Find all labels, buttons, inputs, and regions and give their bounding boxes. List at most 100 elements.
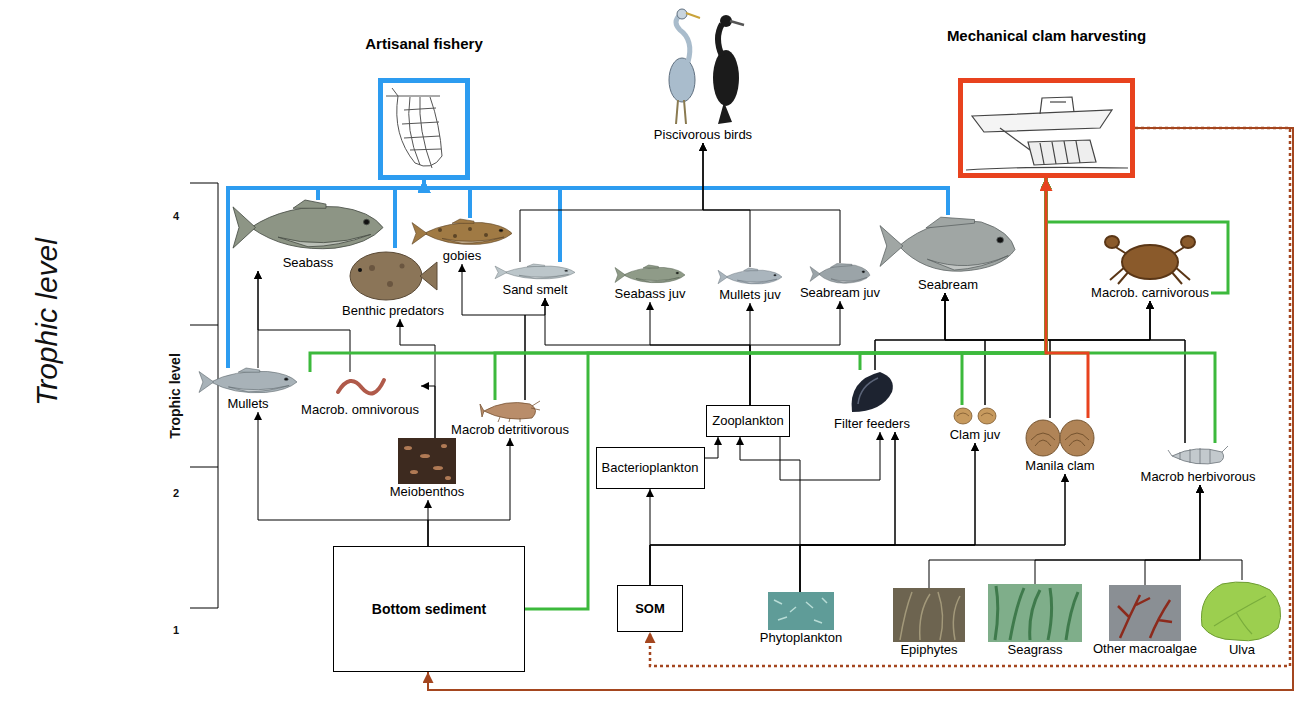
goby-spots [468, 227, 472, 231]
compartment-box: Bacterioplankton [596, 447, 705, 489]
crab-picture [1105, 236, 1119, 248]
black-connector [705, 437, 719, 458]
black-connector [258, 412, 428, 546]
green-connector [1046, 178, 1215, 443]
bird-illustration [669, 9, 744, 124]
box-heading: Artisanal fishery [365, 35, 483, 53]
blue-connector [228, 180, 424, 368]
goby-spots [438, 227, 488, 238]
goby-spots [484, 233, 488, 237]
clam-dredge-boat-sketch [1050, 101, 1066, 102]
group-label: Ulva [1229, 642, 1255, 658]
group-label: Sand smelt [502, 282, 567, 298]
ulva-picture [1201, 582, 1280, 641]
black-connector [800, 432, 895, 592]
axis-title: Trophic level [167, 353, 183, 439]
phytoplankton-picture [774, 598, 827, 623]
seagrass-picture [988, 584, 1082, 642]
manila-clam-picture [1026, 420, 1094, 456]
black-connector [1145, 485, 1200, 585]
clam-dredge-boat-sketch [966, 167, 1128, 170]
axis-title: Trophic level [30, 238, 64, 406]
clam-dredge-boat-sketch [972, 110, 1112, 132]
black-connector [1050, 301, 1150, 418]
trophic-axis [190, 183, 218, 184]
black-connector [400, 319, 435, 438]
fishing-net-sketch [386, 88, 442, 168]
black-connector [800, 474, 1065, 592]
meiobenthos-picture [398, 438, 456, 484]
axis-number: 1 [173, 624, 179, 636]
epiphytes-picture [893, 588, 965, 642]
isopod-picture [1168, 446, 1228, 464]
clam-juv-picture [957, 413, 993, 416]
group-label: Clam juv [950, 427, 1001, 443]
fishery-box: Artisanal fishery [378, 78, 470, 180]
bird-illustration [676, 15, 690, 62]
trophic-axis [190, 325, 218, 326]
trophic-axis [190, 183, 218, 608]
bird-illustration [713, 50, 739, 106]
goby-spots [438, 228, 442, 232]
ulva-picture [1201, 582, 1280, 641]
clam-dredge-boat-sketch [966, 97, 1128, 170]
bird-illustration [730, 21, 744, 25]
isopod-picture [1168, 446, 1228, 456]
meiobenthos-picture [404, 446, 412, 450]
organism-group: Meiobenthos [388, 438, 467, 500]
group-label: Other macroalgae [1093, 641, 1197, 657]
group-label: Mullets juv [719, 287, 780, 303]
organism-group: Benthic predators [340, 248, 446, 319]
black-connector [703, 143, 840, 263]
group-label: Meiobenthos [390, 484, 464, 500]
goby-spots [453, 234, 457, 238]
bird-illustration [677, 9, 687, 19]
sediment-box: Bottom sediment [333, 546, 525, 672]
black-connector [929, 485, 1200, 588]
trophic-axis [190, 608, 218, 609]
organism-group: Mullets juv [717, 267, 783, 303]
organism-group: Epiphytes [893, 588, 965, 658]
black-connector [258, 271, 350, 372]
crab-picture [1122, 245, 1178, 279]
organism-group: Other macroalgae [1091, 585, 1200, 657]
bird-group: Piscivorous birds [652, 5, 755, 143]
axis-number: 2 [173, 487, 179, 499]
meiobenthos-picture [410, 470, 418, 474]
axis-number: 4 [173, 210, 179, 222]
flatfish-picture [358, 268, 362, 272]
group-label: Seagrass [1008, 642, 1063, 658]
meiobenthos-picture [433, 466, 443, 470]
fishing-net-sketch [392, 88, 398, 96]
flatfish-picture [350, 252, 422, 300]
group-label: Macrob herbivorous [1141, 469, 1256, 485]
meiobenthos-picture [404, 444, 451, 480]
green-connector [525, 178, 1046, 609]
organism-group: Macrob herbivorous [1139, 443, 1258, 485]
bird-illustration [686, 13, 700, 18]
seabream-juv-picture [810, 263, 870, 283]
box-label: Bacterioplankton [602, 460, 699, 476]
sand-smelt-picture [495, 264, 575, 279]
black-connector [520, 143, 703, 262]
ulva-picture [1214, 596, 1266, 634]
bird-illustration [718, 102, 732, 124]
black-connector [1200, 485, 1242, 580]
organism-group: Seabass juv [613, 264, 688, 302]
group-label: Phytoplankton [760, 630, 842, 646]
seagrass-picture [988, 584, 1082, 642]
shrimp-picture [480, 404, 484, 417]
trophic-axis [190, 467, 218, 468]
worm-picture [338, 380, 384, 393]
red-connector [1046, 178, 1088, 418]
bird-illustration [718, 24, 722, 56]
organism-group: Clam juv [948, 405, 1003, 443]
black-connector [780, 432, 880, 480]
flatfish-picture [350, 252, 437, 300]
box-label: Zooplankton [712, 413, 784, 429]
macroalgae-picture [1109, 585, 1181, 641]
flatfish-picture [387, 281, 393, 287]
flatfish-picture [420, 262, 437, 290]
phytoplankton-picture [768, 592, 834, 630]
